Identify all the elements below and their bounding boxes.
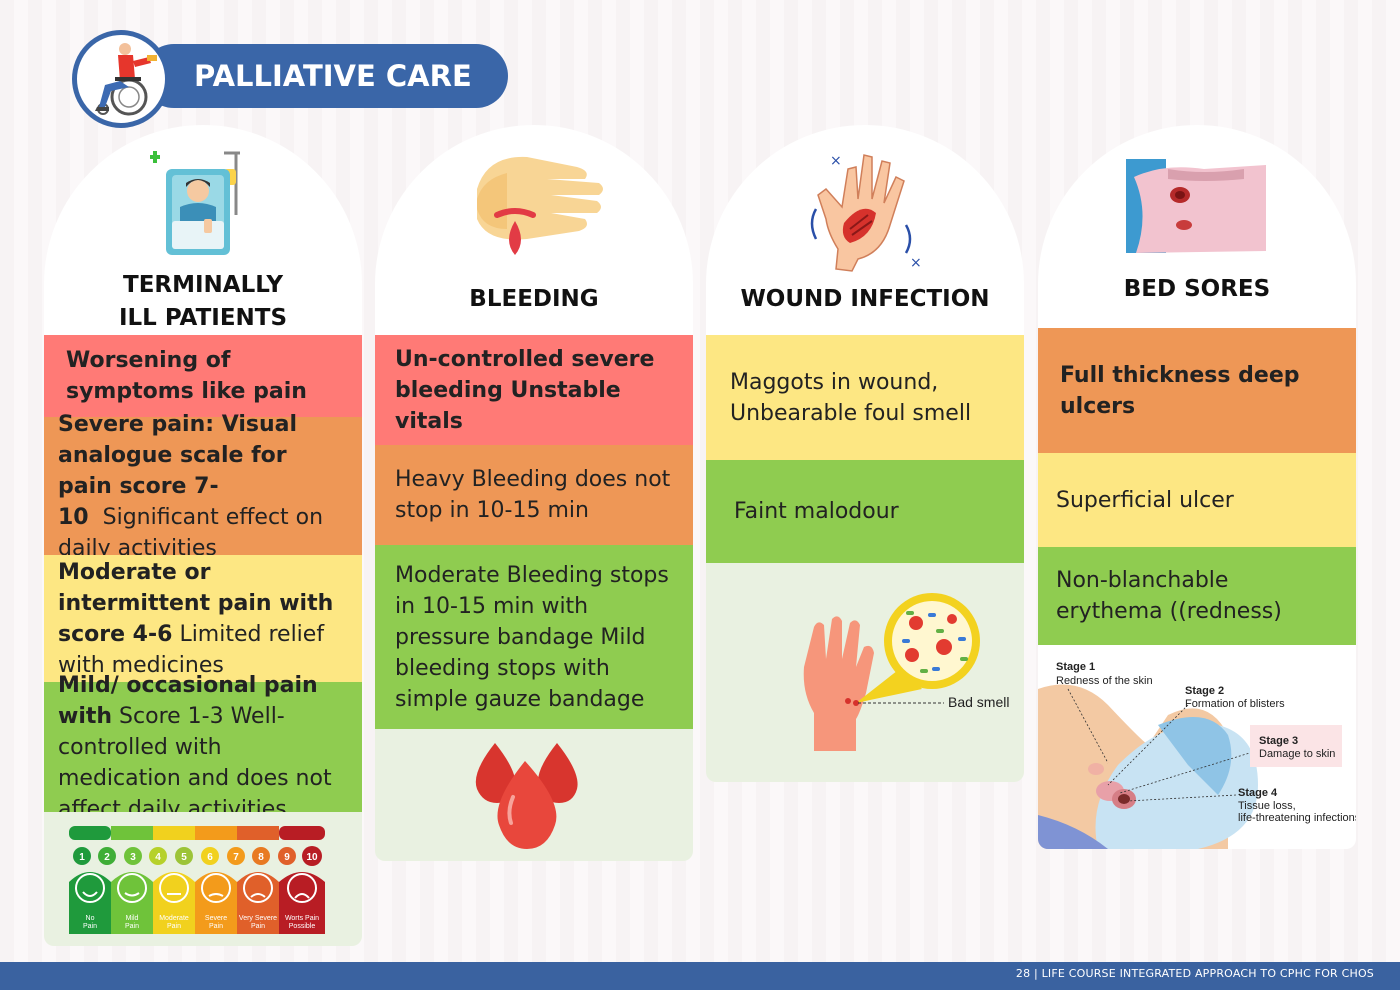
severity-band-green: Mild/ occasional pain with Score 1-3 Wel…	[44, 673, 362, 822]
pain-scale-panel: 1 2 3 4 5 6 7 8 9 10	[44, 812, 362, 946]
scale-number: 3	[130, 852, 136, 863]
pain-scale-chart: 1 2 3 4 5 6 7 8 9 10	[69, 826, 325, 934]
blood-drops-panel	[375, 729, 693, 861]
bad-smell-label: Bad smell	[948, 694, 1009, 710]
column-bleeding: BLEEDING Un-controlled severe bleeding U…	[375, 125, 693, 861]
band-bold-text: Worsening of symptoms like pain	[66, 348, 307, 404]
scale-label: Mild	[126, 915, 139, 922]
band-text: Superficial ulcer	[1056, 487, 1234, 513]
scale-number: 4	[155, 852, 161, 863]
stage-title: Stage 1	[1056, 661, 1095, 673]
scale-number: 1	[79, 852, 85, 863]
scale-label: No	[86, 915, 95, 922]
column-header-arch: BED SORES	[1038, 125, 1356, 328]
stage-desc: Damage to skin	[1259, 748, 1335, 760]
scale-label: Severe	[205, 915, 227, 922]
band-text: Faint malodour	[734, 499, 899, 524]
scale-number: 6	[207, 852, 213, 863]
pain-scale-numbers: 1 2 3 4 5 6 7 8 9 10	[73, 846, 322, 866]
scale-label: Pain	[209, 923, 223, 930]
stage-desc: Formation of blisters	[1185, 698, 1285, 710]
column-bed-sores: BED SORES Full thickness deep ulcers Sup…	[1038, 125, 1356, 849]
band-bold-text: Full thickness deep ulcers	[1060, 362, 1300, 419]
severity-band-yellow: Moderate or intermittent pain with score…	[44, 555, 362, 682]
band-text: Significant effect on daily activities	[58, 504, 324, 561]
band-text: Heavy Bleeding does not stop in 10-15 mi…	[395, 467, 671, 523]
severity-band-green: Non-blanchable erythema ((redness)	[1038, 547, 1356, 645]
scale-number: 5	[181, 852, 187, 863]
bed-sore-stages-diagram: Stage 1 Redness of the skin Stage 2 Form…	[1038, 661, 1356, 849]
footer-text: 28 | LIFE COURSE INTEGRATED APPROACH TO …	[1015, 967, 1374, 980]
svg-text:×: ×	[830, 153, 842, 169]
band-bold-text: Un-controlled severe bleeding Unstable v…	[395, 346, 655, 434]
page-title: PALLIATIVE CARE	[194, 59, 472, 93]
scale-label: Worts Pain	[285, 915, 319, 922]
blood-drops-icon	[475, 743, 578, 849]
stage-desc-line2: life-threatening infections	[1238, 812, 1356, 824]
band-bold-text: Mild/ occasional pain with	[58, 672, 318, 729]
scale-number: 9	[284, 852, 290, 863]
bed-sore-pillow-icon	[1126, 159, 1266, 253]
bed-sore-stages-panel: Stage 1 Redness of the skin Stage 2 Form…	[1038, 645, 1356, 849]
scale-label: Moderate	[159, 915, 189, 922]
scale-label: Pain	[251, 923, 265, 930]
severity-band-yellow: Maggots in wound, Unbearable foul smell	[706, 335, 1024, 460]
column-title: WOUND INFECTION	[740, 286, 990, 312]
column-title-line2: ILL PATIENTS	[118, 305, 288, 331]
bad-smell-panel: Bad smell	[706, 563, 1024, 782]
column-header-arch: BLEEDING	[375, 125, 693, 335]
severity-band-orange: Full thickness deep ulcers	[1038, 328, 1356, 453]
page-header: PALLIATIVE CARE	[72, 30, 512, 130]
band-text: Limited relief with medicines	[58, 621, 325, 678]
header-pill	[142, 44, 508, 108]
column-title: BLEEDING	[469, 286, 599, 312]
severity-band-orange: Heavy Bleeding does not stop in 10-15 mi…	[375, 445, 693, 545]
band-text: Non-blanchable erythema ((redness)	[1056, 568, 1282, 624]
wheelchair-icon	[95, 43, 157, 116]
pain-scale-labels: No Pain Mild Pain Moderate Pain Severe P…	[83, 915, 319, 930]
scale-number: 10	[306, 852, 318, 863]
severity-band-yellow: Superficial ulcer	[1038, 453, 1356, 547]
svg-text:×: ×	[910, 255, 922, 271]
band-text: Moderate Bleeding stops in 10-15 min wit…	[395, 562, 669, 712]
stage-title: Stage 2	[1185, 685, 1224, 697]
column-terminally-ill: TERMINALLY ILL PATIENTS Worsening of sym…	[44, 125, 362, 946]
column-title-line1: TERMINALLY	[123, 272, 283, 298]
page-footer: 28 | LIFE COURSE INTEGRATED APPROACH TO …	[0, 962, 1400, 990]
column-header-arch: × × WOUND INFECTION	[706, 125, 1024, 335]
column-header-arch: TERMINALLY ILL PATIENTS	[44, 125, 362, 335]
bad-smell-illustration: Bad smell	[803, 593, 1009, 751]
bleeding-hand-icon	[477, 156, 603, 255]
scale-number: 2	[104, 852, 110, 863]
band-text: Score 1-3 Well-controlled with medicatio…	[58, 703, 332, 822]
severity-band-orange: Severe pain: Visual analogue scale for p…	[44, 412, 362, 561]
scale-label: Pain	[83, 923, 97, 930]
pain-faces	[69, 872, 325, 934]
column-wound-infection: × × WOUND INFECTION Maggots in wound, Un…	[706, 125, 1024, 782]
band-bold-text: Moderate or intermittent pain with score…	[58, 559, 334, 647]
scale-label: Very Severe	[239, 915, 277, 922]
severity-band-green: Moderate Bleeding stops in 10-15 min wit…	[375, 545, 693, 729]
scale-label: Pain	[125, 923, 139, 930]
wheelchair-logo	[72, 30, 170, 128]
stage-desc: Tissue loss,	[1238, 800, 1296, 812]
band-bold-text: Severe pain: Visual analogue scale for p…	[58, 411, 298, 530]
scale-number: 7	[233, 852, 239, 863]
scale-label: Pain	[167, 923, 181, 930]
severity-band-red: Worsening of symptoms like pain	[44, 335, 362, 417]
stage-desc: Redness of the skin	[1056, 675, 1153, 687]
band-text: Maggots in wound, Unbearable foul smell	[730, 369, 972, 426]
infected-hand-icon: × ×	[810, 153, 922, 272]
column-title: BED SORES	[1123, 276, 1271, 302]
stage-title: Stage 4	[1238, 787, 1278, 799]
severity-band-red: Un-controlled severe bleeding Unstable v…	[375, 335, 693, 445]
stage-title: Stage 3	[1259, 735, 1298, 747]
patient-in-bed-icon	[150, 151, 240, 255]
severity-band-green: Faint malodour	[706, 460, 1024, 563]
scale-label: Possible	[289, 923, 316, 930]
scale-number: 8	[258, 852, 264, 863]
